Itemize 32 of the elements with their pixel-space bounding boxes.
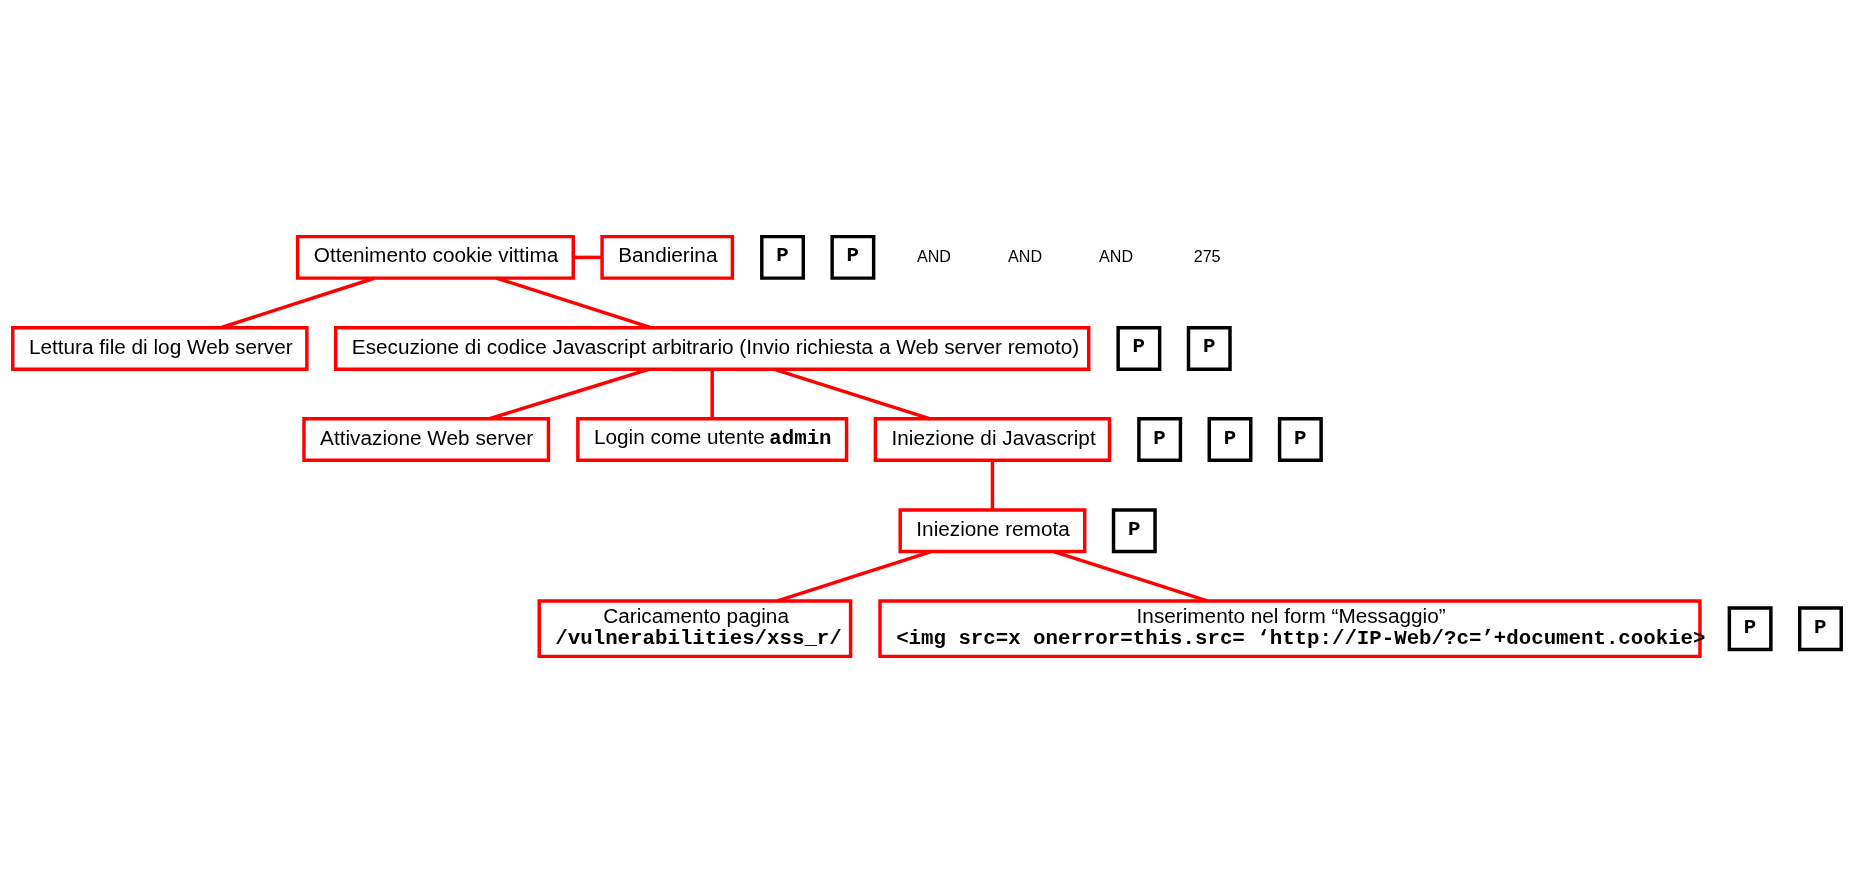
connector	[489, 367, 650, 421]
label: AND	[1008, 246, 1043, 265]
connector	[220, 276, 375, 330]
connector	[990, 460, 995, 510]
connector	[710, 369, 714, 419]
node-box: P	[1727, 606, 1773, 652]
node-box: Iniezione di Javascript	[873, 417, 1112, 463]
node-box: Esecuzione di codice Javascript arbitrario (Invio richiesta a Web server remoto)	[333, 326, 1091, 371]
node-box: Ottenimento cookie vittima	[295, 234, 575, 280]
node-box: Bandierina	[600, 234, 735, 280]
node-box: P	[1207, 417, 1253, 463]
node-box: Caricamento pagina /vulnerabilities/xss_r/	[537, 599, 853, 659]
node-box: Iniezione remota	[898, 508, 1087, 554]
connector	[1053, 549, 1208, 603]
node-box: P	[1277, 417, 1323, 463]
node-box: P	[760, 234, 806, 280]
node-box: P	[1137, 417, 1183, 463]
node-box: P	[830, 234, 876, 280]
node-box: Lettura file di log Web server	[11, 326, 309, 371]
node-box: P	[1116, 326, 1162, 371]
label: 275	[1193, 246, 1221, 265]
node-box: Attivazione Web server	[302, 417, 551, 463]
node-box: P	[1797, 606, 1843, 652]
label: AND	[916, 246, 951, 265]
node-box: P	[1111, 508, 1157, 554]
connector	[496, 276, 652, 330]
connector	[777, 549, 932, 603]
node-box: P	[1186, 326, 1232, 371]
node-box: Login come utente admin	[576, 417, 849, 463]
label: AND	[1099, 246, 1134, 265]
connector	[773, 367, 931, 421]
connector	[573, 255, 603, 260]
